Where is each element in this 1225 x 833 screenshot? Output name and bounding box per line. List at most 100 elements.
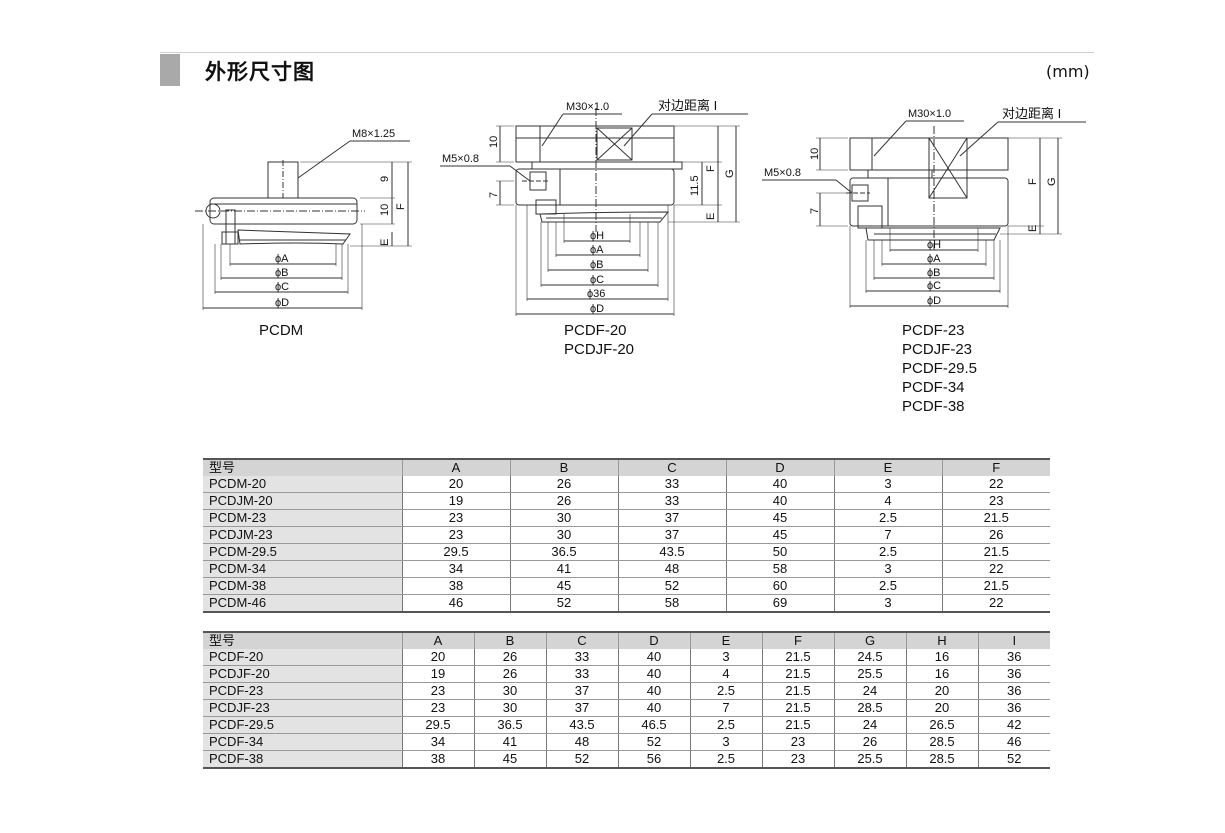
value-cell: 37 <box>617 526 726 544</box>
pcdf20-dim-c: ϕC <box>590 274 604 286</box>
value-cell: 4 <box>833 492 942 510</box>
value-cell: 21.5 <box>761 665 834 683</box>
title-marker <box>160 54 180 86</box>
value-cell: 36 <box>977 699 1050 717</box>
value-cell: 26 <box>473 665 546 683</box>
unit-label: (mm) <box>1046 62 1090 81</box>
value-cell: 23 <box>941 492 1050 510</box>
value-cell: 23 <box>761 750 834 769</box>
value-cell: 48 <box>545 733 618 751</box>
pcdf23-dim-a: ϕA <box>927 253 941 265</box>
value-cell: 43.5 <box>545 716 618 734</box>
value-cell: 52 <box>977 750 1050 769</box>
drawing-pcdf20: M30×1.0 对边距离 I M5×0.8 10 7 11.5 F G E <box>440 98 748 316</box>
value-cell: 26 <box>941 526 1050 544</box>
value-cell: 7 <box>833 526 942 544</box>
value-cell: 29.5 <box>401 716 474 734</box>
pcdf23-dim-e: E <box>1027 225 1039 232</box>
value-cell: 3 <box>833 476 942 493</box>
model-cell: PCDJF-20 <box>203 665 402 683</box>
value-cell: 34 <box>401 733 474 751</box>
table-header-cell: A <box>401 459 510 476</box>
model-cell: PCDF-20 <box>203 649 402 666</box>
value-cell: 2.5 <box>833 543 942 561</box>
table-header-cell: D <box>617 632 690 649</box>
value-cell: 41 <box>473 733 546 751</box>
value-cell: 23 <box>401 509 510 527</box>
value-cell: 23 <box>401 682 474 700</box>
value-cell: 52 <box>617 577 726 595</box>
table-header-cell: 型号 <box>203 632 402 649</box>
value-cell: 52 <box>509 594 618 613</box>
pcdm-dim-10: 10 <box>379 204 391 216</box>
value-cell: 40 <box>617 665 690 683</box>
value-cell: 21.5 <box>761 699 834 717</box>
pcdm-dim-b: ϕB <box>275 267 289 279</box>
value-cell: 25.5 <box>833 750 906 769</box>
value-cell: 22 <box>941 476 1050 493</box>
value-cell: 30 <box>509 509 618 527</box>
value-cell: 3 <box>833 560 942 578</box>
pcdf23-dim-7: 7 <box>809 208 821 214</box>
value-cell: 30 <box>473 699 546 717</box>
value-cell: 58 <box>725 560 834 578</box>
pcdm-dim-9: 9 <box>379 176 391 182</box>
value-cell: 33 <box>545 649 618 666</box>
value-cell: 19 <box>401 492 510 510</box>
value-cell: 50 <box>725 543 834 561</box>
value-cell: 48 <box>617 560 726 578</box>
value-cell: 52 <box>545 750 618 769</box>
value-cell: 25.5 <box>833 665 906 683</box>
value-cell: 19 <box>401 665 474 683</box>
value-cell: 58 <box>617 594 726 613</box>
value-cell: 40 <box>725 476 834 493</box>
value-cell: 33 <box>617 492 726 510</box>
value-cell: 36.5 <box>509 543 618 561</box>
value-cell: 2.5 <box>833 509 942 527</box>
value-cell: 38 <box>401 577 510 595</box>
model-cell: PCDF-23 <box>203 682 402 700</box>
value-cell: 33 <box>545 665 618 683</box>
pcdf20-dim-b: ϕB <box>590 259 604 271</box>
value-cell: 46 <box>977 733 1050 751</box>
value-cell: 3 <box>689 649 762 666</box>
value-cell: 22 <box>941 560 1050 578</box>
pcdf20-dim-e: E <box>705 213 717 220</box>
value-cell: 36 <box>977 649 1050 666</box>
table-header-cell: I <box>977 632 1050 649</box>
value-cell: 30 <box>473 682 546 700</box>
table-header-cell: A <box>401 632 474 649</box>
value-cell: 24 <box>833 682 906 700</box>
drawing-pcdm: M8×1.25 9 10 F E ϕA ϕB ϕC ϕD <box>195 128 412 310</box>
caption-line: PCDM <box>259 322 304 339</box>
pcdf20-dim-d: ϕD <box>590 303 604 315</box>
pcdf23-across-label: 对边距离 I <box>1002 106 1061 121</box>
pcdf23-dim-d: ϕD <box>927 295 941 307</box>
pcdf20-dim-10: 10 <box>488 136 500 148</box>
table-header-cell: F <box>941 459 1050 476</box>
header-rule <box>160 52 1094 53</box>
caption-line: PCDJF-23 <box>902 341 973 358</box>
model-cell: PCDF-38 <box>203 750 402 769</box>
pcdf20-dim-f: F <box>705 165 717 172</box>
table-header-row: 型号 A B C D E F G H I <box>203 632 1050 649</box>
value-cell: 21.5 <box>941 577 1050 595</box>
table-header-cell: B <box>509 459 618 476</box>
pcdf23-thread-label: M30×1.0 <box>908 108 951 120</box>
model-cell: PCDF-34 <box>203 733 402 751</box>
value-cell: 3 <box>689 733 762 751</box>
caption-pcdm: PCDM <box>259 321 303 340</box>
value-cell: 46 <box>401 594 510 613</box>
table-header-row: 型号 A B C D E F <box>203 459 1050 476</box>
pcdf23-dim-h: ϕH <box>927 239 941 251</box>
caption-line: PCDF-29.5 <box>902 360 978 377</box>
pcdf23-dim-10: 10 <box>809 148 821 160</box>
